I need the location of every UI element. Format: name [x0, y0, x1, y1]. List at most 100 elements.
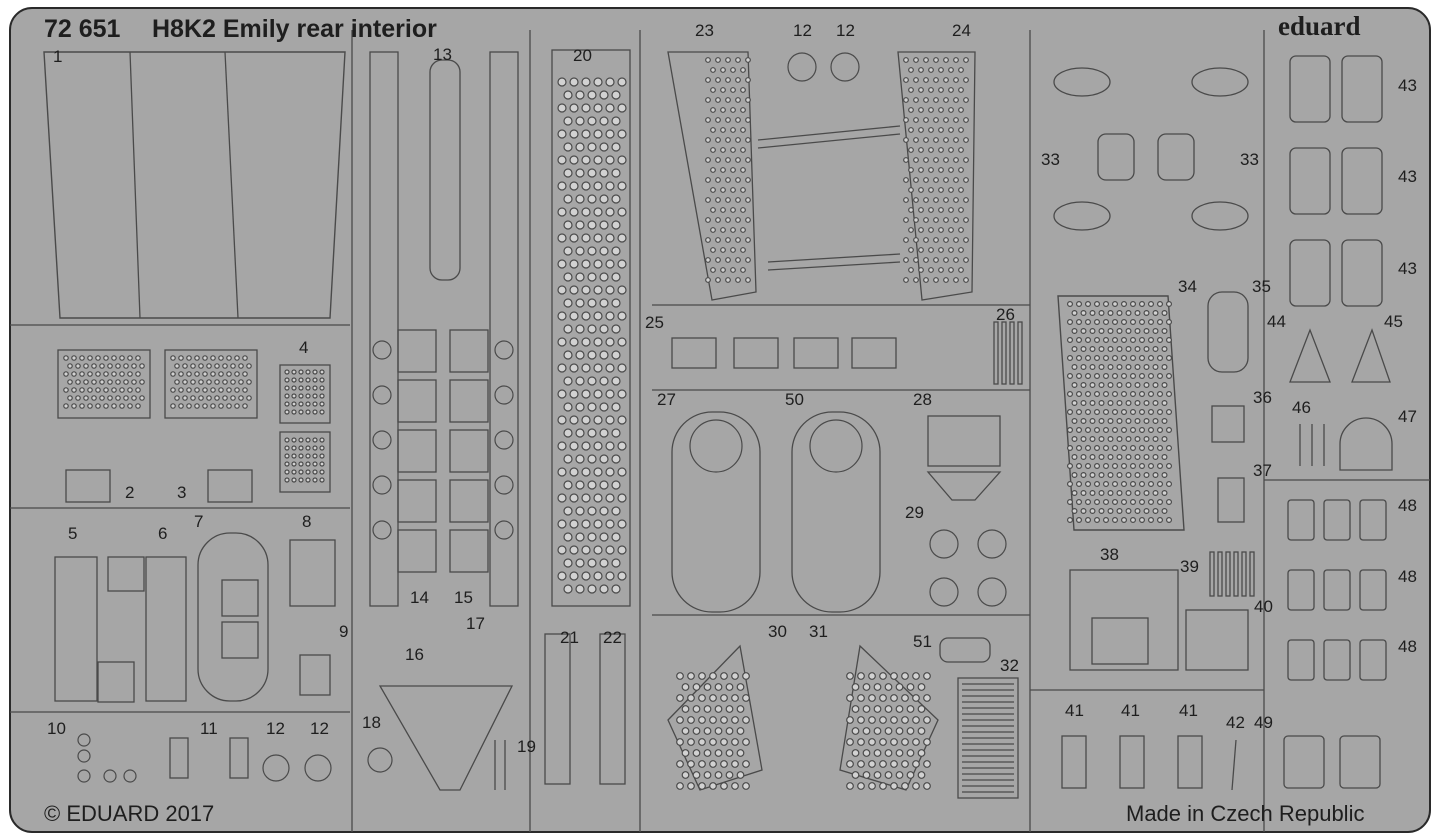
etched-hole — [170, 403, 176, 409]
etched-hole — [291, 469, 297, 475]
etched-hole — [1116, 310, 1123, 317]
etched-hole — [1089, 382, 1096, 389]
etched-hole — [943, 77, 949, 83]
bracket-part-44 — [1289, 328, 1331, 383]
etched-hole — [1129, 463, 1136, 470]
etched-hole — [1147, 481, 1154, 488]
etched-hole — [569, 259, 579, 269]
part-number-label: 2 — [125, 483, 135, 502]
etched-hole — [599, 220, 609, 230]
etched-hole — [611, 584, 621, 594]
etched-hole — [1152, 508, 1159, 515]
etched-hole — [298, 409, 304, 415]
panel-part-5 — [54, 556, 98, 702]
bracket-part-16 — [378, 685, 514, 791]
etched-hole — [895, 705, 904, 713]
etched-hole — [742, 716, 750, 724]
etched-hole — [948, 207, 954, 213]
etched-hole — [958, 127, 964, 133]
etched-hole — [1093, 301, 1100, 308]
etched-hole — [581, 337, 591, 347]
part-number-label: 30 — [768, 622, 787, 641]
etched-hole — [1147, 319, 1154, 326]
etched-hole — [194, 403, 200, 409]
etched-hole — [923, 157, 929, 163]
etched-hole — [202, 355, 208, 361]
etched-hole — [234, 355, 240, 361]
etched-hole — [605, 519, 615, 529]
etched-hole — [1147, 301, 1154, 308]
etched-hole — [740, 187, 746, 193]
etched-hole — [873, 705, 882, 713]
etched-hole — [958, 227, 964, 233]
etched-hole — [953, 97, 959, 103]
etched-hole — [918, 247, 924, 253]
etched-hole — [1143, 490, 1150, 497]
etched-hole — [587, 506, 597, 516]
clip-part-49 — [1283, 735, 1325, 789]
etched-hole — [284, 377, 290, 383]
etched-hole — [587, 220, 597, 230]
etched-hole — [735, 137, 741, 143]
etched-hole — [1143, 346, 1150, 353]
part-number-label: 34 — [1178, 277, 1197, 296]
etched-hole — [908, 227, 914, 233]
etched-hole — [1093, 463, 1100, 470]
etched-hole — [95, 355, 101, 361]
etched-hole — [901, 760, 909, 768]
etched-hole — [563, 402, 573, 412]
etched-hole — [1093, 445, 1100, 452]
etched-hole — [912, 738, 920, 746]
etched-hole — [884, 749, 893, 757]
part-number-label: 28 — [913, 390, 932, 409]
etched-hole — [730, 67, 736, 73]
etched-hole — [119, 403, 125, 409]
etched-hole — [563, 298, 573, 308]
etched-hole — [617, 259, 627, 269]
etched-hole — [587, 584, 597, 594]
etched-hole — [943, 57, 949, 63]
etched-hole — [963, 277, 969, 283]
etched-hole — [906, 683, 915, 691]
etched-hole — [593, 519, 603, 529]
etched-hole — [676, 716, 684, 724]
etched-hole — [1138, 516, 1145, 523]
etched-hole — [563, 506, 573, 516]
etched-hole — [862, 727, 871, 735]
etched-hole — [569, 467, 579, 477]
etched-hole — [745, 97, 751, 103]
frame-cell — [397, 379, 437, 423]
part-number-label: 47 — [1398, 407, 1417, 426]
etched-hole — [709, 694, 717, 702]
etched-hole — [599, 376, 609, 386]
etched-hole — [190, 363, 196, 369]
etched-hole — [710, 67, 716, 73]
etched-hole — [1080, 436, 1087, 443]
etched-hole — [953, 57, 959, 63]
etched-hole — [1116, 346, 1123, 353]
etched-hole — [605, 389, 615, 399]
etched-hole — [868, 672, 876, 680]
etched-hole — [912, 782, 920, 790]
etched-hole — [575, 194, 585, 204]
etched-hole — [705, 117, 711, 123]
etched-hole — [1134, 400, 1141, 407]
etched-hole — [692, 683, 701, 691]
etched-hole — [1111, 409, 1118, 416]
etched-hole — [938, 227, 944, 233]
etched-hole — [593, 233, 603, 243]
round-hole — [494, 430, 514, 450]
rail-part-22 — [599, 633, 626, 785]
etched-hole — [868, 782, 876, 790]
etched-hole — [611, 246, 621, 256]
etched-hole — [230, 363, 236, 369]
etched-hole — [943, 237, 949, 243]
etched-hole — [705, 217, 711, 223]
etched-hole — [218, 371, 224, 377]
etched-hole — [1080, 472, 1087, 479]
etched-hole — [1111, 481, 1118, 488]
etched-hole — [1161, 454, 1168, 461]
etched-hole — [79, 387, 85, 393]
etched-hole — [705, 77, 711, 83]
etched-hole — [710, 227, 716, 233]
